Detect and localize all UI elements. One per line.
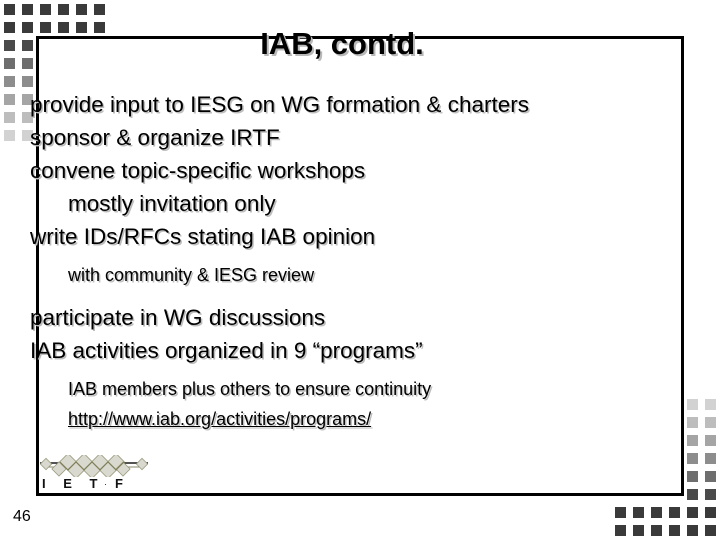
decorative-square — [22, 22, 33, 33]
line-spacer — [0, 367, 640, 374]
decorative-square — [22, 94, 33, 105]
decorative-square — [4, 112, 15, 123]
decorative-square — [687, 435, 698, 446]
decorative-square — [687, 471, 698, 482]
page-number: 46 — [13, 508, 31, 525]
body-text-line: write IDs/RFCs stating IAB opinion — [30, 224, 376, 249]
decorative-square — [4, 58, 15, 69]
decorative-square — [687, 489, 698, 500]
decorative-square — [22, 40, 33, 51]
decorative-square — [651, 525, 662, 536]
decorative-square — [58, 22, 69, 33]
decorative-square — [633, 507, 644, 518]
decorative-square — [40, 4, 51, 15]
decorative-square — [94, 22, 105, 33]
decorative-square — [705, 435, 716, 446]
decorative-square — [4, 94, 15, 105]
body-text-line: IAB activities organized in 9 “programs” — [30, 338, 423, 363]
decorative-square — [705, 453, 716, 464]
hyperlink-url[interactable]: http://www.iab.org/activities/programs/ — [68, 409, 372, 429]
decorative-square — [705, 507, 716, 518]
decorative-square — [705, 417, 716, 428]
body-link-line[interactable]: http://www.iab.org/activities/programs/ — [0, 404, 640, 434]
body-text-line: participate in WG discussions — [30, 305, 326, 330]
logo-diamonds-icon — [39, 455, 149, 477]
decorative-square — [22, 4, 33, 15]
decorative-square — [22, 130, 33, 141]
decorative-square — [705, 525, 716, 536]
line-spacer — [0, 290, 640, 301]
decorative-square — [705, 399, 716, 410]
decorative-square — [40, 22, 51, 33]
decorative-square — [687, 399, 698, 410]
decorative-square — [4, 4, 15, 15]
body-text-line: convene topic-specific workshops — [30, 158, 366, 183]
decorative-square — [687, 453, 698, 464]
decorative-square — [58, 4, 69, 15]
body-text-line: with community & IESG review — [68, 265, 315, 285]
decorative-square — [615, 507, 626, 518]
decorative-square — [22, 112, 33, 123]
line-spacer — [0, 253, 640, 260]
ietf-logo: I E T F · — [38, 455, 150, 493]
body-text-line: mostly invitation only — [68, 191, 276, 216]
decorative-square — [687, 507, 698, 518]
decorative-square — [94, 4, 105, 15]
body-text-line: provide input to IESG on WG formation & … — [30, 92, 529, 117]
decorative-square — [705, 471, 716, 482]
logo-wordmark: I E T F — [42, 476, 130, 491]
decorative-square — [76, 22, 87, 33]
decorative-square — [615, 525, 626, 536]
decorative-square — [22, 76, 33, 87]
decorative-square — [633, 525, 644, 536]
decorative-square — [22, 58, 33, 69]
content-frame — [36, 36, 684, 496]
decorative-square — [4, 22, 15, 33]
decorative-square — [669, 507, 680, 518]
decorative-square — [651, 507, 662, 518]
page-title: IAB, contd. — [260, 26, 424, 61]
logo-tick-mark: · — [104, 479, 107, 489]
body-text-line: IAB members plus others to ensure contin… — [68, 379, 432, 399]
decorative-square — [705, 489, 716, 500]
decorative-square — [76, 4, 87, 15]
decorative-square — [4, 130, 15, 141]
decorative-square — [669, 525, 680, 536]
decorative-square — [687, 525, 698, 536]
body-text-line: sponsor & organize IRTF — [30, 125, 280, 150]
body-text-block: provide input to IESG on WG formation & … — [0, 88, 640, 434]
decorative-square — [4, 76, 15, 87]
decorative-square — [687, 417, 698, 428]
decorative-square — [4, 40, 15, 51]
